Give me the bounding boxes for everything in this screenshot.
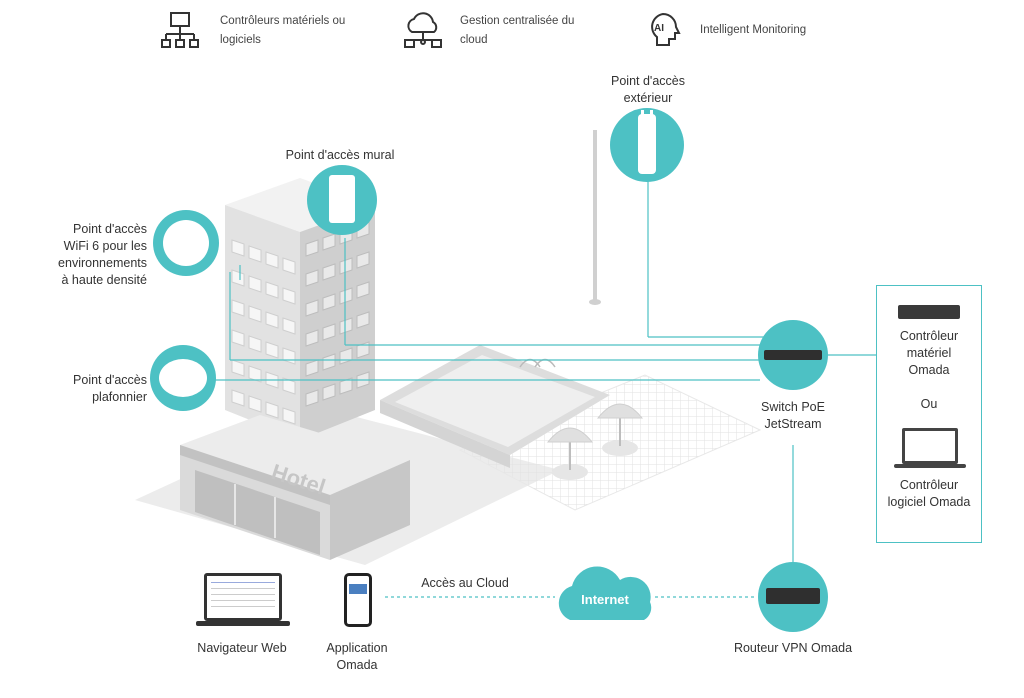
tower-window: [356, 311, 370, 329]
ceiling-ap-label: Point d'accès plafonnier: [73, 373, 147, 404]
app-label: Application Omada: [326, 641, 388, 672]
tower-window: [248, 365, 262, 383]
tower-window: [305, 299, 319, 317]
wifi6-ap-circle[interactable]: [153, 210, 219, 276]
hardware-controller-device: [898, 305, 960, 319]
tower-window: [248, 275, 262, 293]
tower-window: [231, 389, 245, 407]
internet-label: Internet: [581, 592, 629, 607]
cloud-management-icon: [402, 10, 444, 50]
ceiling-ap-circle[interactable]: [150, 345, 216, 411]
web-browser-label: Navigateur Web: [197, 641, 287, 655]
outdoor-ap-label: Point d'accès extérieur: [611, 74, 685, 105]
screen-line: [211, 588, 275, 589]
tower-window: [339, 317, 353, 335]
tower-window: [339, 377, 353, 395]
hardware-controller-icon: [160, 10, 200, 50]
wifi6-ap-label: Point d'accès WiFi 6 pour les environnem…: [58, 222, 147, 287]
tower-window: [265, 281, 279, 299]
cloud-access-label: Accès au Cloud: [421, 576, 509, 590]
tower-window: [282, 317, 296, 335]
legend-monitoring: Intelligent Monitoring: [700, 24, 807, 36]
tower-window: [305, 329, 319, 347]
umbrella-left: [546, 427, 594, 480]
ceiling-ap-device: [159, 359, 207, 397]
tower-window: [356, 251, 370, 269]
wifi6-ap-device: [163, 220, 209, 266]
svg-text:AI: AI: [654, 23, 664, 34]
ai-monitoring-icon: AI: [645, 11, 681, 49]
router-label: Routeur VPN Omada: [733, 641, 853, 655]
tower-window: [248, 245, 262, 263]
screen-line: [211, 600, 275, 601]
tower-window: [282, 287, 296, 305]
router-circle[interactable]: [758, 562, 828, 632]
antenna-left: [641, 110, 644, 124]
software-controller-laptop: [902, 428, 958, 464]
tower-window: [322, 233, 336, 251]
tower-window: [231, 359, 245, 377]
sw-controller-label: Contrôleur logiciel Omada: [887, 478, 971, 509]
switch-circle[interactable]: [758, 320, 828, 390]
tower-window: [322, 263, 336, 281]
internet-cloud-icon: [550, 558, 658, 628]
switch-device: [764, 350, 822, 360]
tower-window: [265, 251, 279, 269]
tower-window: [339, 257, 353, 275]
tower-window: [356, 341, 370, 359]
legend-hardware: Contrôleurs matériels ou logiciels: [220, 15, 346, 46]
hotel-tower: [225, 178, 375, 440]
tower-window: [265, 401, 279, 419]
tower-window: [322, 293, 336, 311]
router-device: [766, 588, 820, 604]
tower-windows: [231, 221, 370, 425]
tower-window: [322, 383, 336, 401]
omada-app-phone: [344, 573, 372, 627]
or-label: Ou: [920, 397, 938, 411]
outdoor-ap-circle[interactable]: [610, 108, 684, 182]
screen-line: [211, 582, 275, 583]
connection-lines: [208, 175, 876, 598]
tower-window: [322, 353, 336, 371]
wall-ap-device: [329, 175, 355, 223]
tower-window: [305, 359, 319, 377]
laptop-base: [894, 464, 966, 468]
antenna-right: [650, 110, 653, 124]
tower-window: [282, 257, 296, 275]
tower-window: [248, 305, 262, 323]
screen-line: [211, 606, 275, 607]
tower-window: [305, 239, 319, 257]
tower-window: [265, 341, 279, 359]
tower-window: [282, 407, 296, 425]
controller-box: [876, 285, 982, 543]
hotel-lobby: [180, 415, 410, 560]
tower-window: [231, 329, 245, 347]
tower-window: [322, 323, 336, 341]
tower-window: [248, 335, 262, 353]
laptop-base: [196, 621, 290, 626]
tower-window: [356, 281, 370, 299]
umbrella-right: [596, 403, 644, 456]
tower-window: [305, 389, 319, 407]
tower-window: [231, 299, 245, 317]
outdoor-pole: [589, 130, 601, 305]
outdoor-ap-device: [638, 114, 656, 174]
screen-line: [211, 594, 275, 595]
wall-ap-label: Point d'accès mural: [285, 148, 395, 162]
web-browser-laptop: [204, 573, 282, 621]
wall-ap-circle[interactable]: [307, 165, 377, 235]
tower-window: [282, 377, 296, 395]
tower-window: [305, 269, 319, 287]
hw-controller-label: Contrôleur matériel Omada: [899, 329, 959, 377]
app-screen-header: [349, 584, 367, 594]
tower-window: [339, 287, 353, 305]
tower-window: [231, 239, 245, 257]
tower-window: [248, 395, 262, 413]
legend-cloud: Gestion centralisée du cloud: [460, 15, 575, 46]
switch-label: Switch PoE JetStream: [761, 400, 825, 431]
tower-window: [265, 311, 279, 329]
pool-area: [380, 345, 610, 468]
